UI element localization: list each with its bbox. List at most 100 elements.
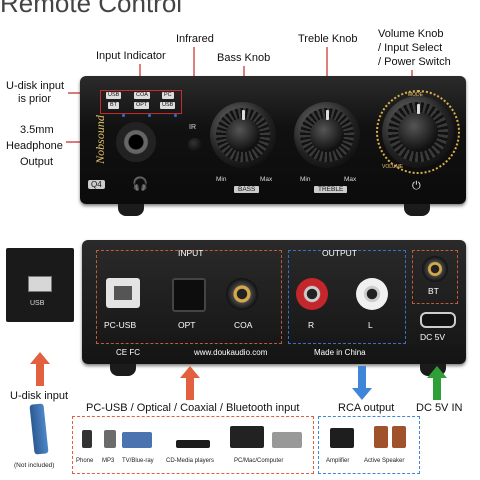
treble-label: TREBLE [314,186,348,193]
back-panel: INPUT OUTPUT PC-USB OPT COA R L BT DC 5V… [82,240,466,364]
page-title: Remote Control [0,0,183,18]
rca-l-label: L [368,320,373,330]
ir-sensor [188,138,202,152]
bt-label: BT [428,286,439,296]
not-included-label: (Not included) [14,462,55,469]
callout-udisk-prior-1: U-disk input [6,80,65,92]
callout-headphone-2: Headphone [6,140,63,152]
bass-knob[interactable] [210,102,276,168]
inputs-label: PC-USB / Optical / Coaxial / Bluetooth i… [86,402,300,414]
laptop-icon [272,432,302,448]
treble-min: Min [300,176,311,183]
rca-r-label: R [308,320,315,330]
rca-l-port[interactable] [356,278,388,310]
model-badge: Q4 [88,180,105,189]
indicator-box [100,90,182,114]
indicator-usb-left: USB [106,92,122,99]
dc-arrow [427,366,447,400]
treble-max: Max [344,176,357,183]
coa-label: COA [234,320,253,330]
front-foot-right [404,204,430,216]
callout-udisk-prior-2: is prior [18,93,52,105]
phone-icon [82,430,92,448]
sources-box [72,416,314,474]
indicator-coa: COA [134,92,150,99]
power-icon: ⏻ [412,180,421,192]
source-tv: TV/Blue-ray [122,458,154,464]
treble-knob[interactable] [294,102,360,168]
indicator-bt: BT [108,102,120,109]
input-header: INPUT [178,248,204,258]
headphone-jack[interactable] [116,122,156,162]
volume-mode: MODE [408,92,423,98]
opt-label: OPT [178,320,196,330]
udisk-slot-label: USB [30,300,45,307]
input-group-box [96,250,282,344]
volume-ring [376,90,460,174]
ir-label: IR [189,124,196,131]
rca-r-port[interactable] [296,278,328,310]
outputs-box [318,416,420,474]
cert-marks: CE FC [116,348,140,357]
speaker-right-icon [392,426,406,448]
pc-usb-port[interactable] [106,278,140,308]
made-in-label: Made in China [314,348,366,357]
output-speaker: Active Speaker [364,458,405,464]
back-foot-left [110,364,136,376]
front-foot-left [118,204,144,216]
indicator-led-1 [122,114,125,117]
opt-port[interactable] [172,278,206,312]
bt-box [412,250,458,304]
dc-label: DC 5V [420,332,446,342]
mp3-icon [104,430,116,448]
front-panel: Nobsound Q4 USB BT COA OPT PC USB 🎧 IR M… [80,76,466,204]
indicator-opt: OPT [134,102,150,109]
indicator-pc: PC [162,92,174,99]
source-mp3: MP3 [102,458,115,464]
indicator-led-2 [148,114,151,117]
callout-headphone-3: Output [20,156,54,168]
output-header: OUTPUT [322,248,357,258]
bt-antenna-port[interactable] [422,256,448,282]
source-cd: CD-Media players [166,458,215,464]
callout-infrared: Infrared [176,33,214,45]
callout-input-indicator: Input Indicator [96,50,166,62]
input-arrow [180,366,200,400]
pc-icon [230,426,264,448]
cd-player-icon [176,440,210,448]
output-arrow [352,366,372,400]
dc-in-label: DC 5V IN [416,402,463,414]
bass-label: BASS [234,186,260,193]
usb-stick-icon [29,403,49,455]
udisk-label: U-disk input [10,390,69,402]
udisk-arrow [30,352,50,386]
indicator-usb-right: USB [160,102,176,109]
callout-volume-2: / Input Select [378,42,443,54]
headphone-icon: 🎧 [132,176,149,191]
source-pc: PC/Mac/Computer [234,458,284,464]
website-label: www.doukaudio.com [194,348,268,357]
bass-min: Min [216,176,227,183]
callout-headphone-1: 3.5mm [20,124,54,136]
udisk-photo: USB [6,248,74,322]
speaker-left-icon [374,426,388,448]
callout-treble-knob: Treble Knob [298,33,358,45]
volume-knob[interactable] [382,96,454,168]
callout-volume-3: / Power Switch [378,56,451,68]
callout-volume-1: Volume Knob [378,28,444,40]
callout-bass-knob: Bass Knob [217,52,271,64]
brand-logo: Nobsound [92,115,107,164]
dc-port[interactable] [420,312,456,328]
output-group-box [288,250,406,344]
output-amplifier: Amplifier [326,458,350,464]
coa-port[interactable] [226,278,258,310]
arrows [30,352,447,400]
volume-vol: VOLUME [382,164,404,170]
amplifier-icon [330,428,354,448]
source-phone: Phone [76,458,94,464]
bass-max: Max [260,176,273,183]
udisk-slot [28,276,52,292]
rca-output-label: RCA output [338,402,395,414]
pc-usb-label: PC-USB [104,320,137,330]
tv-icon [122,432,152,448]
